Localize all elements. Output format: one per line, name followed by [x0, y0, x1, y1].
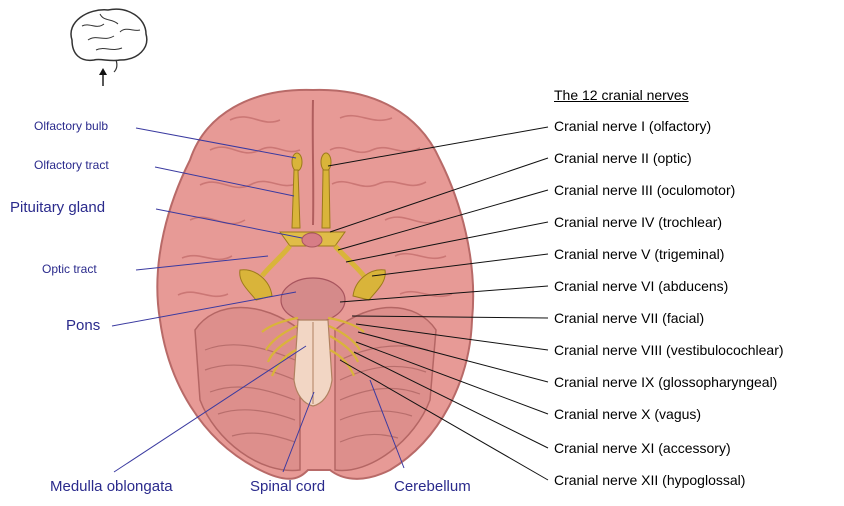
- label-olfactory-bulb: Olfactory bulb: [34, 119, 109, 133]
- brain-orientation-icon: [70, 8, 148, 86]
- nerve-label-6: Cranial nerve VI (abducens): [554, 278, 729, 294]
- nerve-label-11: Cranial nerve XI (accessory): [554, 440, 731, 456]
- label-pituitary-gland: Pituitary gland: [10, 199, 106, 216]
- nerve-label-1: Cranial nerve I (olfactory): [554, 118, 712, 134]
- nerve-label-4: Cranial nerve IV (trochlear): [554, 214, 723, 230]
- pituitary: [301, 232, 323, 248]
- nerve-label-7: Cranial nerve VII (facial): [554, 310, 705, 326]
- nerve-label-10: Cranial nerve X (vagus): [554, 406, 702, 422]
- label-medulla-oblongata: Medulla oblongata: [50, 478, 173, 495]
- nerve-label-8: Cranial nerve VIII (vestibulocochlear): [554, 342, 784, 358]
- pons-shape: [280, 277, 346, 323]
- nerve-label-12: Cranial nerve XII (hypoglossal): [554, 472, 746, 488]
- nerve-label-3: Cranial nerve III (oculomotor): [554, 182, 736, 198]
- label-optic-tract: Optic tract: [42, 262, 97, 276]
- label-olfactory-tract: Olfactory tract: [34, 158, 109, 172]
- nerve-label-9: Cranial nerve IX (glossopharyngeal): [554, 374, 778, 390]
- cerebellum-shape: [194, 306, 301, 472]
- nerve-label-2: Cranial nerve II (optic): [554, 150, 692, 166]
- label-spinal-cord: Spinal cord: [250, 478, 326, 495]
- label-cerebellum: Cerebellum: [394, 478, 471, 495]
- nerve-label-5: Cranial nerve V (trigeminal): [554, 246, 725, 262]
- label-pons: Pons: [66, 317, 101, 334]
- diagram-title: The 12 cranial nerves: [554, 87, 689, 103]
